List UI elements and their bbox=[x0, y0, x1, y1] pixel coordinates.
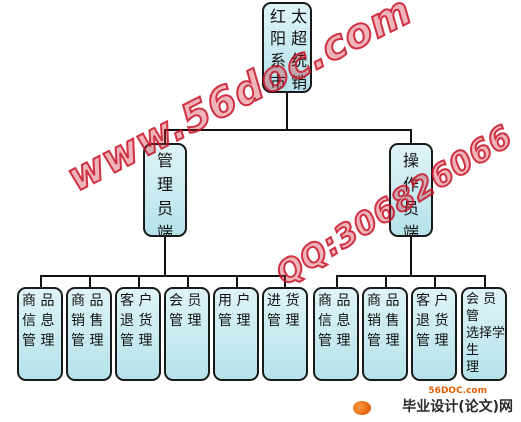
group-node-operator: 操 作 员 端 bbox=[389, 143, 433, 237]
root-node: 红 太 阳 超 系 统 市 销 bbox=[262, 2, 312, 93]
connector-leaf-10 bbox=[484, 275, 486, 287]
root-node-label: 红 太 阳 超 系 统 市 销 bbox=[270, 7, 308, 92]
leaf-node-product-sales-admin: 商 品 销 售 管 理 bbox=[66, 287, 112, 381]
leaf-node-customer-returns-admin: 客 户 退 货 管 理 bbox=[115, 287, 161, 381]
group-node-operator-label: 操 作 员 端 bbox=[403, 151, 420, 237]
leaf-label: 商 品 信 息 管 理 bbox=[22, 293, 55, 349]
footer-site-small: 56DOC.com bbox=[428, 386, 487, 396]
connector-top-horizontal bbox=[164, 129, 412, 131]
leaf-label: 商 品 销 售 管 理 bbox=[367, 293, 400, 349]
connector-leaf-1 bbox=[40, 275, 42, 287]
footer-brand: 毕业设计(论文)网 bbox=[402, 399, 513, 415]
leaf-label: 用 户 管 理 bbox=[218, 293, 251, 329]
connector-root-down bbox=[286, 92, 288, 130]
connector-left-group-down bbox=[164, 236, 166, 276]
leaf-node-product-info-admin: 商 品 信 息 管 理 bbox=[17, 287, 63, 381]
connector-leaf-9 bbox=[434, 275, 436, 287]
connector-leaf-5 bbox=[236, 275, 238, 287]
leaf-label: 会 员 管 选择学 生 理 bbox=[466, 292, 506, 375]
leaf-label: 客 户 退 货 管 理 bbox=[416, 293, 449, 349]
connector-leaf-8 bbox=[385, 275, 387, 287]
leaf-node-member-operator: 会 员 管 选择学 生 理 bbox=[461, 287, 507, 381]
connector-right-horizontal bbox=[336, 275, 486, 277]
connector-leaf-6 bbox=[284, 275, 286, 287]
leaf-node-user-admin: 用 户 管 理 bbox=[213, 287, 259, 381]
connector-right-group-up bbox=[410, 129, 412, 143]
leaf-label: 商 品 信 息 管 理 bbox=[318, 293, 351, 349]
leaf-node-purchase-admin: 进 货 管 理 bbox=[262, 287, 308, 381]
connector-left-horizontal bbox=[40, 275, 286, 277]
leaf-label: 商 品 销 售 管 理 bbox=[71, 293, 104, 349]
leaf-node-product-info-operator: 商 品 信 息 管 理 bbox=[313, 287, 359, 381]
watermark-url: www.56doc.com bbox=[59, 0, 421, 202]
connector-leaf-3 bbox=[138, 275, 140, 287]
leaf-node-product-sales-operator: 商 品 销 售 管 理 bbox=[362, 287, 408, 381]
group-node-admin-label: 管 理 员 端 bbox=[157, 151, 174, 237]
group-node-admin: 管 理 员 端 bbox=[143, 143, 187, 237]
connector-left-group-up bbox=[164, 129, 166, 143]
leaf-label: 会 员 管 理 bbox=[169, 293, 202, 329]
logo-icon bbox=[353, 401, 371, 415]
leaf-label: 进 货 管 理 bbox=[267, 293, 300, 329]
connector-leaf-4 bbox=[187, 275, 189, 287]
leaf-node-customer-returns-operator: 客 户 退 货 管 理 bbox=[411, 287, 457, 381]
leaf-label: 客 户 退 货 管 理 bbox=[120, 293, 153, 349]
connector-leaf-7 bbox=[336, 275, 338, 287]
leaf-node-member-admin: 会 员 管 理 bbox=[164, 287, 210, 381]
connector-leaf-2 bbox=[89, 275, 91, 287]
connector-right-group-down bbox=[410, 236, 412, 276]
